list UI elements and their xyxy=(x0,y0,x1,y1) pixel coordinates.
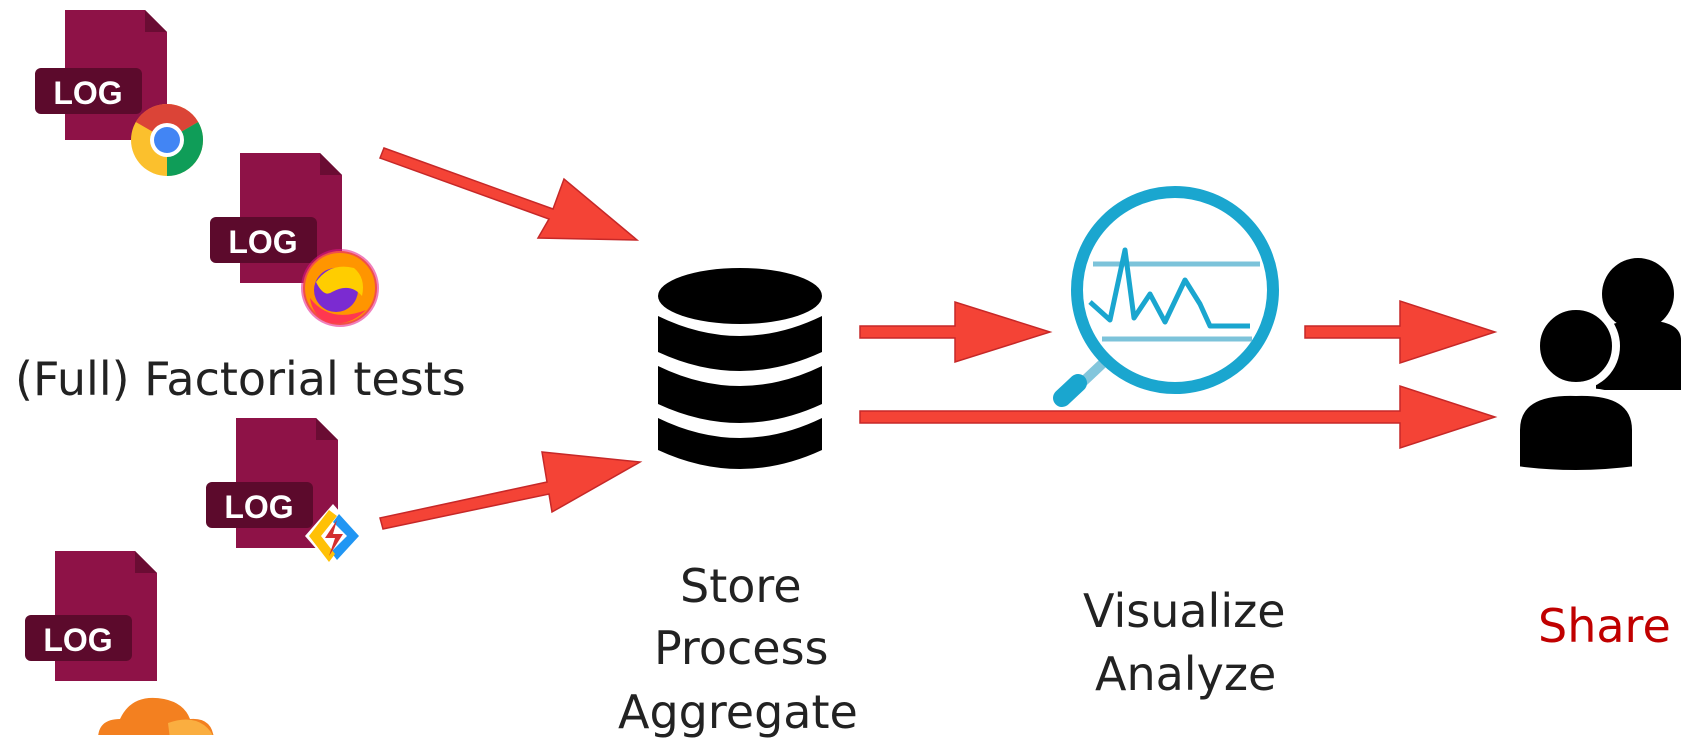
log-file-lightning: LOG xyxy=(206,418,361,568)
chrome-icon xyxy=(131,103,204,177)
users-group-icon xyxy=(1512,258,1681,478)
cloudflare-cloud-icon xyxy=(98,697,216,741)
log-label: LOG xyxy=(53,75,122,111)
share-caption: Share xyxy=(1538,599,1671,653)
arrow-visualize-to-share xyxy=(1304,299,1498,365)
log-label: LOG xyxy=(224,489,293,525)
firefox-icon xyxy=(301,249,379,327)
log-file-cloudflare: LOG xyxy=(25,551,216,741)
analyze-caption: Analyze xyxy=(1095,647,1277,701)
arrow-db-to-share xyxy=(859,384,1498,450)
visualize-caption: Visualize xyxy=(1083,584,1286,638)
arrow-logs-top-to-db xyxy=(379,147,640,241)
lightning-diamond-icon xyxy=(305,504,361,568)
factorial-tests-caption: (Full) Factorial tests xyxy=(15,352,466,406)
log-label: LOG xyxy=(228,224,297,260)
aggregate-caption: Aggregate xyxy=(618,685,858,739)
log-label: LOG xyxy=(43,622,112,658)
arrow-logs-bottom-to-db xyxy=(379,451,643,530)
arrow-db-to-visualize xyxy=(859,300,1053,364)
store-caption: Store xyxy=(680,559,802,613)
database-icon xyxy=(658,268,822,469)
process-caption: Process xyxy=(654,621,829,675)
log-file-chrome: LOG xyxy=(35,10,204,177)
magnifier-chart-icon xyxy=(1053,186,1279,407)
log-file-firefox: LOG xyxy=(210,153,379,327)
